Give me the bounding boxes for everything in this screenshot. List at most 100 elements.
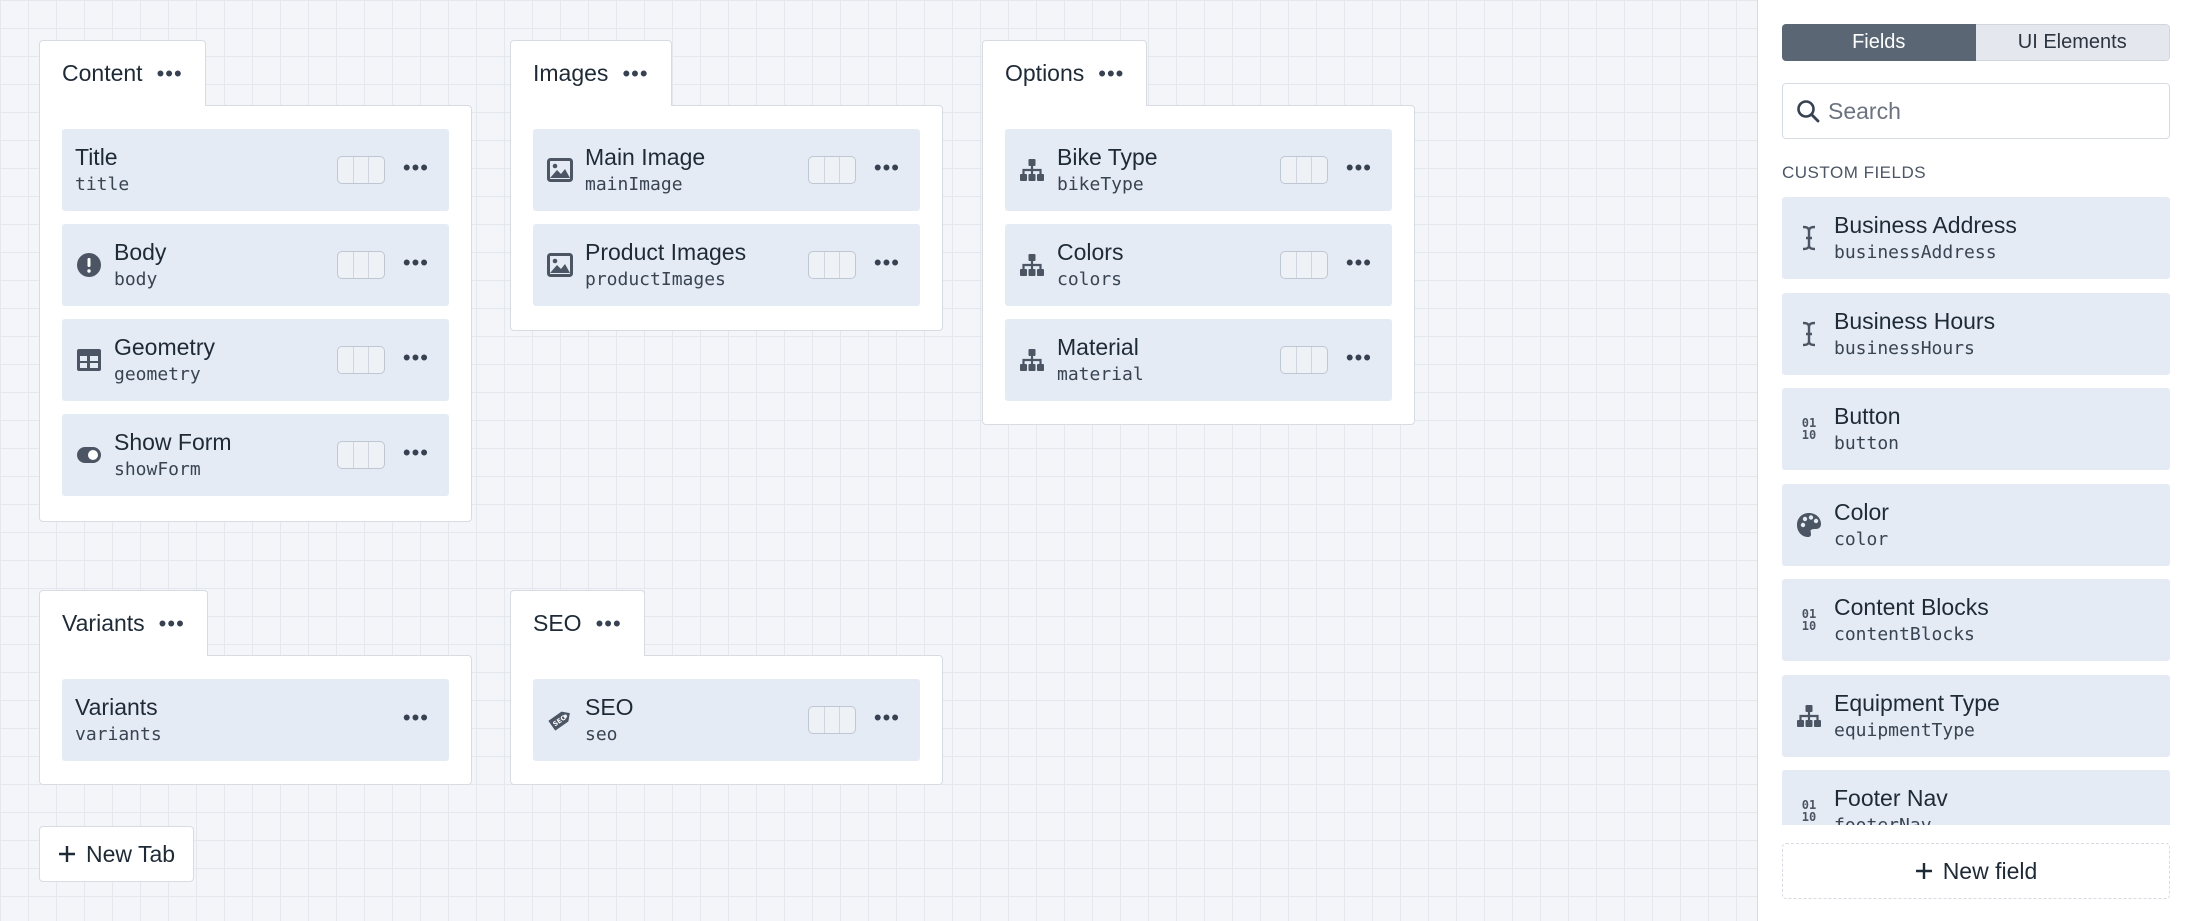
field-name: Title [75,144,118,170]
field-name: SEO [585,694,634,720]
field-menu-icon[interactable]: ••• [402,250,429,275]
tab-content[interactable]: Content ••• [39,40,206,106]
toggle-icon [75,441,103,469]
hierarchy-icon [1018,251,1046,279]
field-width-toggle[interactable] [1280,346,1328,374]
field-handle: title [75,174,130,195]
tab-variants[interactable]: Variants ••• [39,590,208,656]
field-width-toggle[interactable] [1280,156,1328,184]
field-handle: bikeType [1057,174,1144,195]
tab-menu-icon[interactable]: ••• [156,60,183,86]
field-card-variants[interactable]: Variants variants ••• [62,679,449,761]
hierarchy-icon [1018,156,1046,184]
field-menu-icon[interactable]: ••• [873,705,900,730]
field-handle: footerNav [1834,813,1948,825]
field-card-main-image[interactable]: Main Image mainImage ••• [533,129,920,211]
field-handle: material [1057,364,1144,385]
image-icon [546,251,574,279]
custom-fields-heading: CUSTOM FIELDS [1782,163,1927,182]
field-menu-icon[interactable]: ••• [402,440,429,465]
custom-field-business-hours[interactable]: Business Hours businessHours [1782,292,2170,375]
field-menu-icon[interactable]: ••• [1345,345,1372,370]
field-handle: color [1834,528,1889,550]
field-width-toggle[interactable] [1280,251,1328,279]
field-name: Colors [1057,239,1124,265]
field-handle: businessAddress [1834,242,1997,263]
field-width-toggle[interactable] [808,706,856,734]
new-tab-button[interactable]: New Tab [39,826,194,882]
tab-menu-icon[interactable]: ••• [158,610,185,636]
segment-fields[interactable]: Fields [1782,24,1976,61]
new-field-button[interactable]: New field [1782,843,2170,899]
field-menu-icon[interactable]: ••• [1345,250,1372,275]
info-circle-icon [75,251,103,279]
field-layout-canvas: Content ••• Title title ••• Body body [39,40,1415,882]
tab-panel-images: Main Image mainImage ••• Product Images … [510,105,943,331]
field-menu-icon[interactable]: ••• [1345,155,1372,180]
custom-fields-list[interactable]: Business Address businessAddress Busines… [1782,197,2170,825]
tab-panel-content: Title title ••• Body body ••• [39,105,472,522]
field-width-toggle[interactable] [808,251,856,279]
field-card-product-images[interactable]: Product Images productImages ••• [533,224,920,306]
field-width-toggle[interactable] [808,156,856,184]
field-card-colors[interactable]: Colors colors ••• [1005,224,1392,306]
field-card-show-form[interactable]: Show Form showForm ••• [62,414,449,496]
tab-title: Content [62,60,143,86]
tab-title: Images [533,60,609,86]
field-name: Bike Type [1057,144,1158,170]
field-name: Business Address [1834,212,2017,238]
tab-panel-seo: SEO SEO seo ••• [510,655,943,785]
plus-icon [1915,863,1932,879]
tab-seo[interactable]: SEO ••• [510,590,645,656]
field-name: Business Hours [1834,307,1996,334]
field-handle: colors [1057,269,1123,290]
tab-menu-icon[interactable]: ••• [595,610,622,636]
field-menu-icon[interactable]: ••• [873,155,900,180]
seo-tag-icon: SEO [546,706,574,734]
search-input[interactable] [1828,97,2148,125]
custom-field-color[interactable]: Color color [1782,483,2170,566]
field-menu-icon[interactable]: ••• [402,705,429,730]
segment-ui-elements[interactable]: UI Elements [1975,24,2170,61]
field-name: Color [1834,498,1889,525]
field-width-toggle[interactable] [337,441,385,469]
palette-icon [1795,511,1823,539]
field-menu-icon[interactable]: ••• [873,250,900,275]
field-handle: variants [75,724,162,745]
tab-images[interactable]: Images ••• [510,40,672,106]
field-name: Button [1834,403,1901,429]
field-handle: businessHours [1834,337,1975,359]
field-name: Geometry [114,334,215,360]
field-width-toggle[interactable] [337,251,385,279]
image-icon [546,156,574,184]
field-width-toggle[interactable] [337,346,385,374]
tab-panel-options: Bike Type bikeType ••• Colors colors ••• [982,105,1415,425]
field-menu-icon[interactable]: ••• [402,155,429,180]
tab-title: SEO [533,610,582,636]
field-card-title[interactable]: Title title ••• [62,129,449,211]
search-icon [1797,100,1820,123]
tab-menu-icon[interactable]: ••• [1098,60,1125,86]
field-card-seo[interactable]: SEO SEO seo ••• [533,679,920,761]
custom-field-business-address[interactable]: Business Address businessAddress [1782,197,2170,279]
field-card-body[interactable]: Body body ••• [62,224,449,306]
field-width-toggle[interactable] [337,156,385,184]
hierarchy-icon [1018,346,1046,374]
field-card-material[interactable]: Material material ••• [1005,319,1392,401]
search-field[interactable] [1782,83,2170,139]
text-cursor-icon [1795,224,1823,252]
field-card-bike-type[interactable]: Bike Type bikeType ••• [1005,129,1392,211]
tab-menu-icon[interactable]: ••• [622,60,649,86]
field-handle: equipmentType [1834,719,1975,741]
field-handle: contentBlocks [1834,624,1975,645]
field-name: Material [1057,334,1139,360]
custom-field-equipment-type[interactable]: Equipment Type equipmentType [1782,674,2170,757]
field-menu-icon[interactable]: ••• [402,345,429,370]
tab-options[interactable]: Options ••• [982,40,1148,106]
field-card-geometry[interactable]: Geometry geometry ••• [62,319,449,401]
